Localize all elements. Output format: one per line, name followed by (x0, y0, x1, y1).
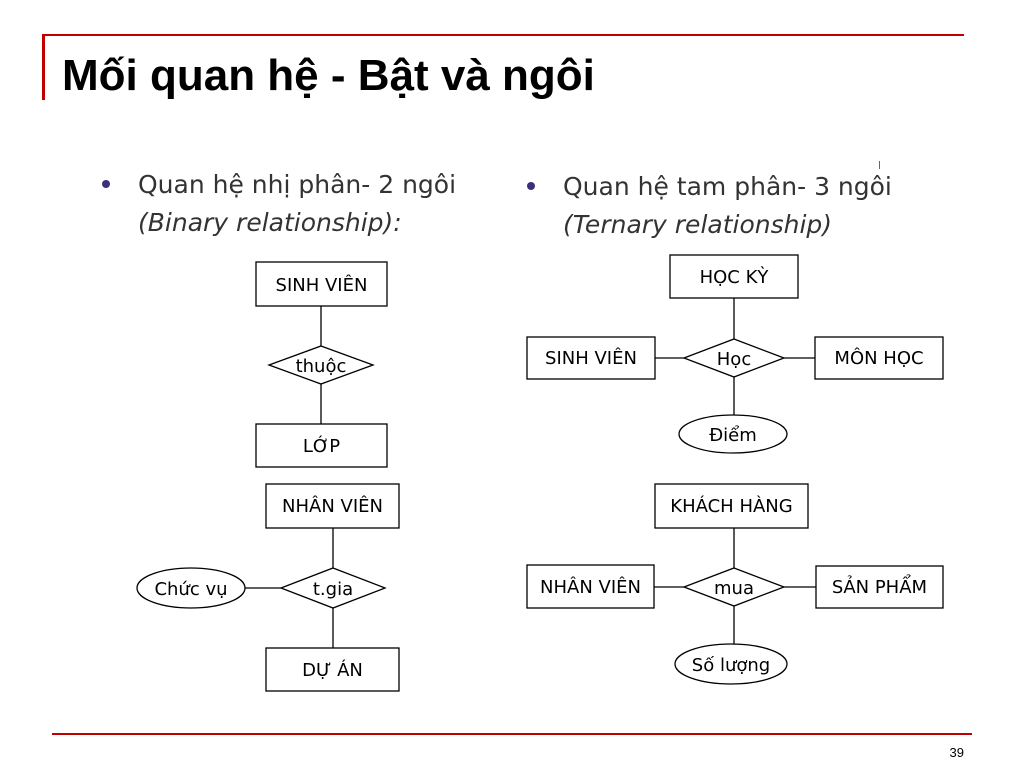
entity-label-student: SINH VIÊN (545, 347, 637, 369)
attribute-ellipse-quantity (674, 643, 788, 685)
footer-rule (52, 733, 972, 735)
attribute-ellipse-score (678, 414, 788, 454)
entity-box-student (526, 336, 656, 380)
er-binary-employee-project: NHÂN VIÊN t.gia Chức vụ DỰ ÁN (136, 483, 400, 692)
entity-box-subject (814, 336, 944, 380)
page-number: 39 (949, 745, 964, 760)
relationship-label-study: Học (717, 349, 751, 370)
entity-box-employee (265, 483, 400, 529)
slide-title: Mối quan hệ - Bật và ngôi (62, 51, 595, 100)
relationship-label-purchase: mua (714, 578, 754, 599)
bullet-binary-text: Quan hệ nhị phân- 2 ngôi (138, 170, 457, 199)
relationship-diamond-study (682, 338, 786, 378)
relationship-diamond-belongs (267, 345, 375, 385)
entity-label-product: SẢN PHẨM (832, 574, 927, 598)
attribute-label-score: Điểm (709, 425, 757, 446)
entity-box-employee (526, 564, 655, 609)
er-binary-student-class: SINH VIÊN thuộc LỚP (255, 261, 388, 468)
entity-label-customer: KHÁCH HÀNG (670, 495, 792, 517)
title-left-rule (42, 34, 45, 100)
relationship-diamond-purchase (682, 567, 786, 607)
title-top-rule (42, 34, 964, 36)
bullet-ternary-english: (Ternary relationship) (563, 210, 833, 239)
entity-box-student (255, 261, 388, 307)
entity-label-employee: NHÂN VIÊN (540, 576, 641, 598)
er-ternary-study: HỌC KỲ SINH VIÊN Học MÔN HỌC Điểm (526, 254, 944, 454)
bullet-ternary-text: Quan hệ tam phân- 3 ngôi (563, 172, 892, 201)
attribute-label-quantity: Số lượng (692, 655, 770, 676)
entity-box-product (815, 565, 944, 609)
stray-tick-mark (879, 161, 880, 169)
entity-label-employee: NHÂN VIÊN (282, 495, 383, 517)
attribute-ellipse-position (136, 567, 246, 609)
entity-box-customer (654, 483, 809, 529)
entity-label-project: DỰ ÁN (302, 659, 363, 681)
bullet-dot-icon (527, 182, 535, 190)
bullet-dot-icon (102, 180, 110, 188)
bullet-binary-english: (Binary relationship): (138, 208, 402, 237)
attribute-label-position: Chức vụ (154, 579, 227, 600)
entity-box-semester (669, 254, 799, 299)
entity-box-project (265, 647, 400, 692)
entity-box-class (255, 423, 388, 468)
er-ternary-purchase: KHÁCH HÀNG NHÂN VIÊN mua SẢN PHẨM Số lượ… (526, 483, 944, 685)
relationship-label-belongs: thuộc (296, 356, 347, 377)
relationship-label-participates: t.gia (313, 579, 353, 600)
entity-label-class: LỚP (303, 435, 340, 457)
entity-label-subject: MÔN HỌC (834, 347, 923, 369)
relationship-diamond-participates (279, 567, 387, 609)
entity-label-semester: HỌC KỲ (700, 266, 770, 288)
entity-label-student: SINH VIÊN (276, 274, 368, 296)
